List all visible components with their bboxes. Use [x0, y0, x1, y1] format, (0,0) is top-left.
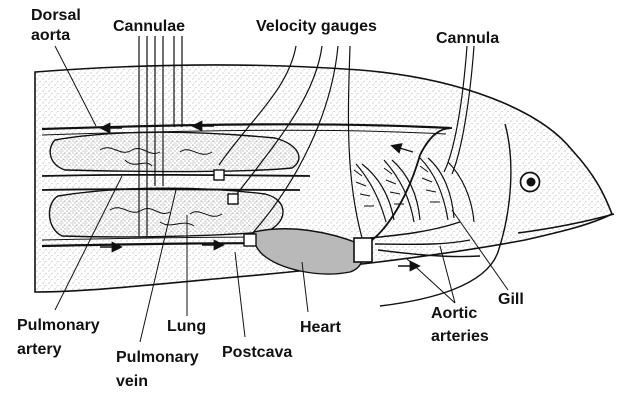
aortic-arteries-label-line2: arteries: [431, 328, 489, 345]
velocity-gauges-label: Velocity gauges: [256, 18, 377, 35]
dorsal-aorta-label-line1: Dorsal: [31, 7, 81, 24]
pulmonary-vein-label-line1: Pulmonary: [116, 349, 199, 366]
aortic-arteries-label-line1: Aortic: [431, 305, 477, 322]
postcava-label: Postcava: [222, 344, 292, 361]
pulmonary-artery-vessel: [42, 175, 310, 176]
gill-label: Gill: [498, 291, 524, 308]
pulmonary-artery-label-line1: Pulmonary: [17, 317, 100, 334]
lung-label: Lung: [167, 318, 206, 335]
velocity-gauge-box: [244, 234, 256, 246]
cannulae-label: Cannulae: [113, 18, 185, 35]
velocity-gauge-box: [214, 170, 224, 180]
leader-aortic-arteries: [440, 246, 455, 303]
pulmonary-artery-label-line2: artery: [17, 341, 62, 358]
eye: [521, 173, 540, 192]
heart-label: Heart: [300, 319, 342, 336]
lung-upper-lobe: [50, 132, 299, 171]
cannula-label: Cannula: [436, 30, 499, 47]
pulmonary-vein-label-line2: vein: [116, 373, 148, 390]
dorsal-aorta-label-line2: aorta: [31, 27, 70, 44]
heart-velocity-gauge-box: [354, 238, 372, 262]
pulmonary-vein-vessel: [42, 189, 300, 190]
velocity-gauge-box: [228, 194, 238, 204]
